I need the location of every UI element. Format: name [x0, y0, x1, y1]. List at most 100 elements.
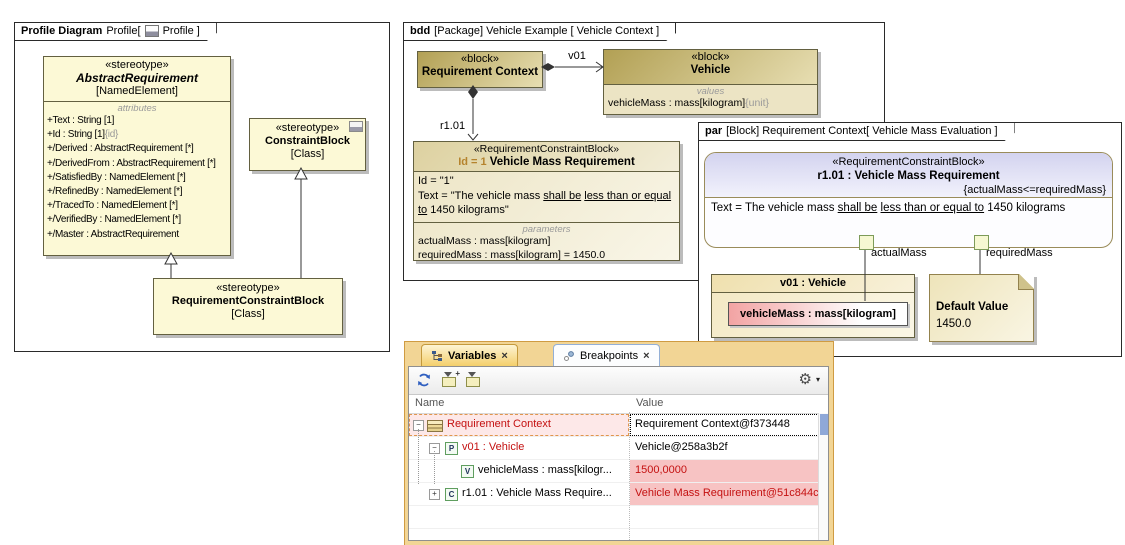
- note-fold-icon: [1018, 274, 1034, 290]
- attributes-list: +Text : String [1] +Id : String [1]{id} …: [44, 114, 230, 242]
- diagram-icon: [145, 25, 159, 37]
- pin-label-required-mass: requiredMass: [986, 247, 1053, 259]
- parameter-row: requiredMass : mass[kilogram] = 1450.0: [418, 248, 606, 261]
- vehicle-header: «block» Vehicle: [604, 50, 817, 85]
- stereotype-label: «block»: [691, 51, 730, 63]
- value-property-vehicle-mass[interactable]: vehicleMass : mass[kilogram]: [728, 302, 908, 326]
- metaclass-label: [NamedElement]: [96, 85, 178, 97]
- value-property-row: vehicleMass : mass[kilogram]{unit}: [608, 97, 770, 109]
- attribute-row: +/Derived : AbstractRequirement [*]: [47, 143, 194, 155]
- part-property-icon: P: [445, 442, 458, 455]
- constraint-expression: {actualMass<=requiredMass}: [963, 184, 1106, 196]
- parameters-list: actualMass : mass[kilogram] requiredMass…: [414, 235, 679, 262]
- frame-context-pre: Profile[: [106, 25, 141, 37]
- box-down-arrow-plus-icon[interactable]: +: [442, 369, 460, 387]
- par-frame-header[interactable]: par [Block] Requirement Context[ Vehicle…: [699, 123, 1015, 141]
- value-cell[interactable]: Vehicle@258a3b2f: [635, 441, 728, 453]
- vmr-header: «RequirementConstraintBlock» Id = 1 Vehi…: [414, 142, 679, 172]
- parametric-diagram-icon: [349, 121, 363, 132]
- abstract-requirement-header: «stereotype» AbstractRequirement [NamedE…: [44, 57, 230, 102]
- note-value: 1450.0: [936, 318, 972, 330]
- stereotype-name: AbstractRequirement: [75, 71, 199, 85]
- stereotype-box-constraint-block[interactable]: «stereotype» ConstraintBlock [Class]: [249, 118, 366, 171]
- attribute-row: +Id : String [1]{id}: [47, 129, 118, 141]
- open-arrow-icon: [595, 61, 604, 73]
- bdd-frame-header[interactable]: bdd [Package] Vehicle Example [ Vehicle …: [404, 23, 676, 41]
- dropdown-caret-icon[interactable]: ▾: [815, 374, 820, 384]
- constraint-property-r101[interactable]: «RequirementConstraintBlock» r1.01 : Veh…: [704, 152, 1113, 248]
- value-property-icon: V: [461, 465, 474, 478]
- parameter-pin-actual-mass[interactable]: [859, 235, 874, 250]
- column-header-name[interactable]: Name: [415, 397, 445, 409]
- column-separator[interactable]: [629, 412, 630, 540]
- stereotype-label: «stereotype»: [105, 59, 169, 71]
- attribute-row: +/DerivedFrom : AbstractRequirement [*]: [47, 157, 216, 169]
- frame-kind-label: Profile Diagram: [21, 25, 103, 37]
- name-cell[interactable]: V vehicleMass : mass[kilogr...: [409, 460, 629, 482]
- requirement-id-badge: Id = 1: [458, 156, 487, 168]
- block-requirement-context[interactable]: «block» Requirement Context: [417, 51, 543, 88]
- tree-guide-line: [434, 451, 435, 484]
- close-icon[interactable]: ×: [501, 349, 508, 362]
- attribute-row: +/SatisfiedBy : NamedElement [*]: [47, 171, 186, 183]
- name-cell[interactable]: + C r1.01 : Vehicle Mass Require...: [409, 483, 629, 505]
- frame-kind-label: bdd: [410, 25, 431, 37]
- profile-frame-header[interactable]: Profile Diagram Profile[ Profile ]: [15, 23, 217, 41]
- column-header-value[interactable]: Value: [636, 397, 664, 409]
- tab-label: Breakpoints: [580, 349, 639, 362]
- stereotype-label: «block»: [461, 53, 499, 65]
- note-title: Default Value: [936, 301, 1009, 313]
- stereotype-label: «RequirementConstraintBlock»: [473, 143, 620, 155]
- settings-gear-icon[interactable]: ⚙: [798, 371, 812, 388]
- block-name: Vehicle: [690, 64, 731, 76]
- scrollbar-thumb[interactable]: [820, 414, 828, 435]
- name-cell[interactable]: − P v01 : Vehicle: [409, 437, 629, 459]
- table-row[interactable]: − P v01 : Vehicle Vehicle@258a3b2f: [409, 437, 828, 460]
- breakpoints-icon: [564, 350, 574, 361]
- tree-guide-line: [418, 429, 419, 484]
- block-icon: [427, 420, 443, 432]
- value-cell[interactable]: 1500,0000: [630, 460, 819, 482]
- tab-breakpoints[interactable]: Breakpoints ×: [553, 344, 660, 366]
- value-cell[interactable]: Vehicle Mass Requirement@51c844c4: [630, 483, 819, 505]
- vmr-body: Id = "1" Text = "The vehicle mass shall …: [414, 172, 679, 223]
- frame-context-label: [Block] Requirement Context[ Vehicle Mas…: [726, 125, 998, 137]
- frame-kind-label: par: [705, 125, 723, 137]
- stereotype-name: ConstraintBlock: [265, 135, 350, 147]
- empty-table-row: [409, 529, 828, 540]
- stereotype-box-requirement-constraint-block[interactable]: «stereotype» RequirementConstraintBlock …: [153, 278, 343, 335]
- attribute-row: +Text : String [1]: [47, 115, 115, 126]
- variables-panel: Variables × Breakpoints × +: [404, 341, 834, 545]
- box-down-arrow-icon[interactable]: [466, 372, 480, 387]
- requirement-constraint-block-vmr[interactable]: «RequirementConstraintBlock» Id = 1 Vehi…: [413, 141, 680, 261]
- name-cell[interactable]: − Requirement Context: [409, 414, 629, 436]
- tab-variables[interactable]: Variables ×: [421, 344, 518, 366]
- profile-diagram-frame: Profile Diagram Profile[ Profile ] «ster…: [14, 22, 390, 352]
- table-header-row: Name Value: [409, 395, 828, 414]
- parameter-pin-required-mass[interactable]: [974, 235, 989, 250]
- values-compartment-label: values: [696, 86, 725, 97]
- default-value-note[interactable]: Default Value 1450.0: [929, 274, 1034, 342]
- part-label-r101: r1.01: [440, 120, 466, 132]
- stereotype-box-abstract-requirement[interactable]: «stereotype» AbstractRequirement [NamedE…: [43, 56, 231, 256]
- requirement-id-line: Id = "1": [418, 175, 454, 187]
- value-cell[interactable]: Requirement Context@f373448: [630, 414, 819, 436]
- association-label-v01: v01: [568, 50, 586, 62]
- frame-context-label: [Package] Vehicle Example [ Vehicle Cont…: [434, 25, 660, 37]
- table-row[interactable]: + C r1.01 : Vehicle Mass Require... Vehi…: [409, 483, 828, 506]
- block-vehicle[interactable]: «block» Vehicle values vehicleMass : mas…: [603, 49, 818, 115]
- pin-label-actual-mass: actualMass: [871, 247, 927, 259]
- block-name: Requirement Context: [421, 66, 539, 78]
- close-icon[interactable]: ×: [643, 349, 650, 362]
- open-arrow-icon: [467, 133, 479, 141]
- expander-collapsed[interactable]: +: [429, 489, 440, 500]
- view-menu[interactable]: ⚙ ▾: [799, 370, 820, 388]
- refresh-icon[interactable]: [417, 373, 431, 387]
- part-v01-vehicle[interactable]: v01 : Vehicle vehicleMass : mass[kilogra…: [711, 274, 915, 338]
- table-row[interactable]: V vehicleMass : mass[kilogr... 1500,0000: [409, 460, 828, 483]
- vertical-scrollbar[interactable]: [818, 413, 828, 540]
- constraint-property-icon: C: [445, 488, 458, 501]
- table-row[interactable]: − Requirement Context Requirement Contex…: [409, 414, 828, 437]
- variables-toolbar: + ⚙ ▾: [409, 367, 828, 395]
